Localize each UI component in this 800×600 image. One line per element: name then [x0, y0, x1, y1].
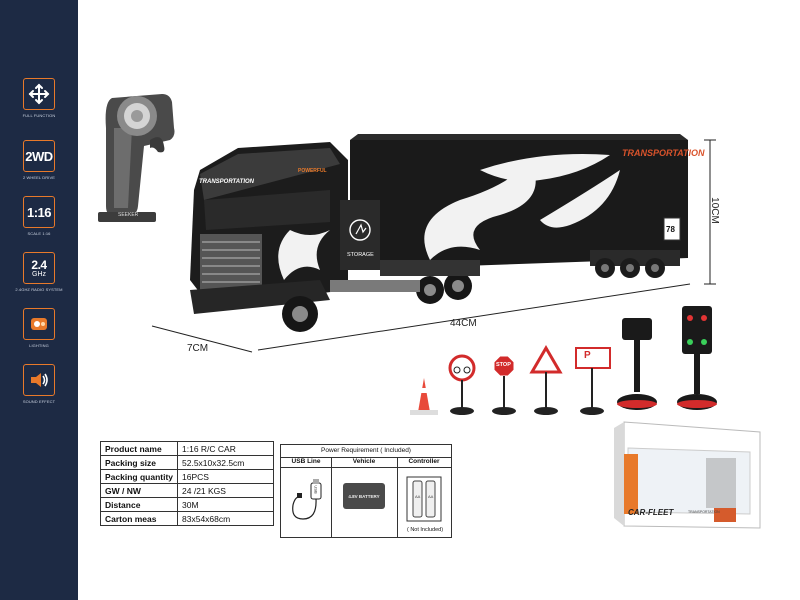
feature-sound: SOUND EFFECT	[0, 364, 78, 404]
divider	[281, 467, 451, 468]
usb-cable-text: USB	[313, 485, 319, 494]
scale-badge-icon: 1:16	[23, 196, 55, 228]
feature-scale: 1:16 SCALE 1:16	[0, 196, 78, 236]
light-icon	[23, 308, 55, 340]
package-sub: TRANSPORTATION	[688, 510, 720, 514]
divider	[281, 457, 451, 458]
height-dimension-line	[704, 139, 716, 285]
feature-badge-unit: GHz	[32, 270, 46, 278]
cab-nameplate: POWERFUL	[298, 168, 327, 174]
vehicle-battery-icon: 4.8V BATTERY	[343, 483, 385, 509]
feature-badge-text: 1:16	[26, 204, 52, 220]
spec-key: Carton meas	[99, 511, 179, 526]
spec-value: 16PCS	[177, 469, 275, 484]
feature-sidebar: FULL FUNCTION 2WD 2 WHEEL DRIVE 1:16 SCA…	[0, 0, 78, 600]
2-4ghz-badge-icon: 2.4 GHz	[23, 252, 55, 284]
divider	[331, 457, 332, 538]
feature-2wd: 2WD 2 WHEEL DRIVE	[0, 140, 78, 180]
aa-batteries-icon	[406, 476, 442, 522]
remote-brand: SEEKER	[118, 212, 139, 218]
feature-full-function: FULL FUNCTION	[0, 78, 78, 118]
spec-value: 1:16 R/C CAR	[177, 441, 275, 456]
spec-value: 24 /21 KGS	[177, 483, 275, 498]
trailer-text: TRANSPORTATION	[622, 148, 705, 158]
feature-label: 2 WHEEL DRIVE	[22, 175, 56, 180]
traffic-accessories-illustration	[410, 306, 717, 415]
spec-key: Packing size	[99, 455, 179, 470]
spec-key: GW / NW	[99, 483, 179, 498]
feature-label: FULL FUNCTION	[22, 113, 56, 118]
stop-sign-text: STOP	[496, 362, 511, 368]
2wd-badge-icon: 2WD	[23, 140, 55, 172]
trailer-number: 78	[666, 225, 675, 234]
feature-badge-text: 2.4	[31, 257, 47, 272]
feature-label: SCALE 1:16	[27, 231, 51, 236]
power-title: Power Requirement ( Included)	[321, 447, 411, 454]
remote-controller-illustration	[98, 94, 175, 222]
power-requirement-box: Power Requirement ( Included) USB Line V…	[280, 444, 452, 538]
power-col-usb: USB Line	[291, 458, 321, 465]
spec-key: Packing quantity	[99, 469, 179, 484]
length-width-dimension-lines	[151, 283, 691, 353]
power-col-vehicle: Vehicle	[352, 458, 376, 465]
power-col-controller: Controller	[408, 458, 440, 465]
width-dimension-label: 7CM	[187, 343, 209, 354]
parking-sign-text: P	[584, 350, 591, 361]
feature-label: 2.4GHZ RADIO SYSTEM	[15, 287, 63, 292]
package-box-illustration	[614, 421, 761, 529]
spec-value: 52.5x10x32.5cm	[177, 455, 275, 470]
package-logo: CAR-FLEET	[628, 508, 674, 517]
spec-value: 83x54x68cm	[177, 511, 275, 526]
feature-label: SOUND EFFECT	[22, 399, 56, 404]
controller-battery-note: ( Not Included)	[406, 527, 444, 533]
spec-key: Distance	[99, 497, 179, 512]
storage-label: STORAGE	[347, 252, 374, 258]
usb-cable-icon	[292, 479, 322, 520]
truck-trailer-illustration	[190, 134, 688, 332]
divider	[397, 457, 398, 538]
spec-value: 30M	[177, 497, 275, 512]
feature-lighting: LIGHTING	[0, 308, 78, 348]
height-dimension-label: 10CM	[708, 197, 720, 224]
feature-badge-text: 2WD	[25, 148, 53, 164]
spec-key: Product name	[99, 441, 179, 456]
direction-arrows-icon	[23, 78, 55, 110]
sound-icon	[23, 364, 55, 396]
aa-battery-label: AA	[428, 494, 434, 499]
cab-brand-text: TRANSPORTATION	[199, 179, 254, 185]
aa-battery-label: AA	[415, 494, 421, 499]
battery-label: 4.8V BATTERY	[348, 493, 380, 499]
feature-2-4ghz: 2.4 GHz 2.4GHZ RADIO SYSTEM	[0, 252, 78, 292]
length-dimension-label: 44CM	[450, 318, 477, 329]
feature-label: LIGHTING	[29, 343, 49, 348]
